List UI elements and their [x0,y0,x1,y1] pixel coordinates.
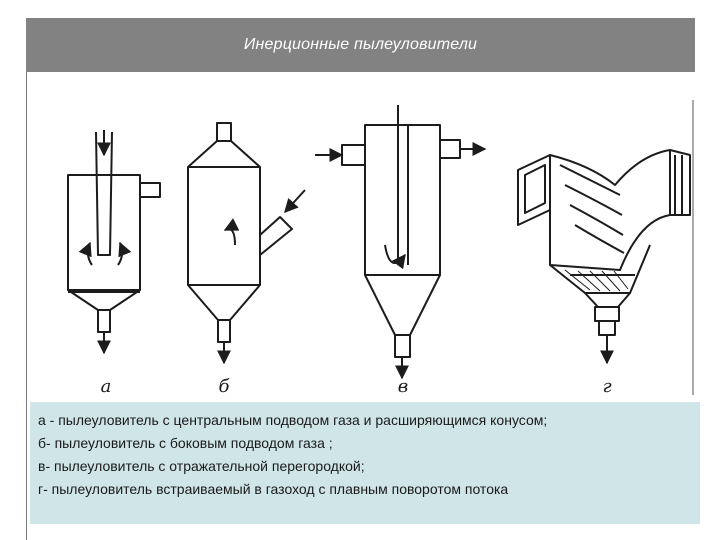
caption-line-b: б- пылеуловитель с боковым подводом газа… [38,435,333,451]
caption-panel: а - пылеуловитель с центральным подводом… [30,402,700,524]
label-v: в [398,376,408,397]
slide-title: Инерционные пылеуловители [243,36,478,53]
caption-line-v: в- пылеуловитель с отражательной перегор… [38,458,365,474]
collector-b [187,122,306,365]
caption-line-a: а - пылеуловитель с центральным подводом… [38,412,548,428]
collector-g [517,149,691,365]
title-bar: Инерционные пылеуловители [26,18,695,72]
figure-panel: а б [30,95,695,400]
collector-a [67,130,161,355]
slide-left-border [26,18,27,540]
collector-v [315,105,487,380]
dust-collectors-drawing: а б [67,100,694,397]
caption-line-g: г- пылеуловитель встраиваемый в газоход … [38,481,509,497]
label-b: б [219,376,231,397]
label-g: г [602,376,611,397]
label-a: а [101,376,112,397]
